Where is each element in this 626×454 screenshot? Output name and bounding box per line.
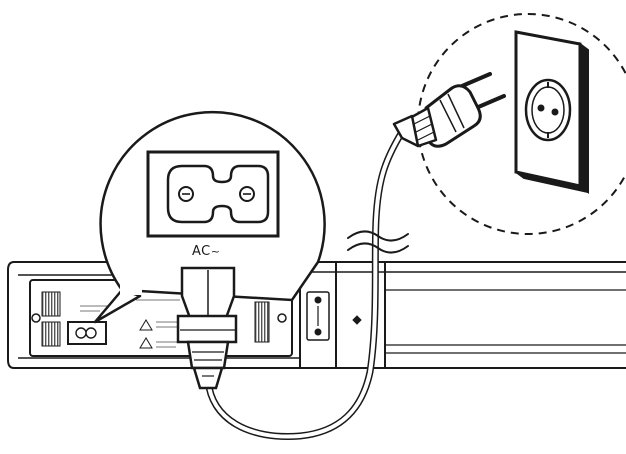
vent-grille-right	[254, 301, 270, 343]
ac-label-text: AC	[192, 244, 211, 259]
ac-label-tilde: ~	[210, 245, 221, 258]
iec-c7-connector-icon	[176, 266, 238, 390]
power-cable	[204, 128, 409, 440]
ac-label: AC~	[192, 244, 220, 259]
figure-8-socket-icon	[146, 150, 280, 238]
soundbar-body	[7, 261, 626, 369]
european-two-pin-plug-icon	[392, 72, 506, 148]
warning-label	[136, 299, 182, 349]
soundbar-ac-socket	[67, 305, 112, 345]
vent-grille-left	[31, 291, 287, 347]
wall-outlet-icon	[514, 30, 589, 194]
